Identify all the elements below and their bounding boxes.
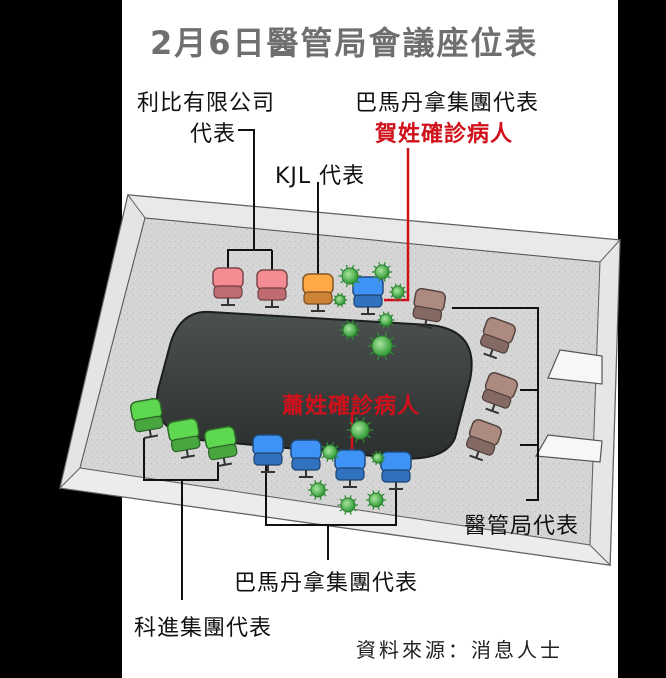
chair-ha-2 bbox=[479, 317, 516, 360]
virus-icon bbox=[365, 490, 387, 510]
chairs bbox=[129, 267, 518, 490]
virus-icon bbox=[307, 480, 329, 500]
door-frame-upper bbox=[547, 349, 603, 385]
virus-icon bbox=[371, 262, 393, 282]
virus-icon bbox=[332, 292, 348, 308]
label-ho-case: 賀姓確診病人 bbox=[375, 122, 514, 147]
chair-chevalier-1 bbox=[129, 397, 164, 439]
ha-connector-main bbox=[520, 444, 539, 501]
label-kjl: KJL 代表 bbox=[275, 164, 366, 189]
connector-lines bbox=[143, 129, 539, 600]
door-frame-lower bbox=[535, 434, 603, 463]
chair-ho-case bbox=[352, 276, 384, 315]
label-pmm-top: 巴馬丹拿集團代表 bbox=[355, 91, 540, 116]
label-lippo: 利比有限公司 bbox=[137, 91, 276, 116]
virus-icon bbox=[346, 417, 374, 443]
virus-icon bbox=[389, 283, 407, 301]
ho-case-connector bbox=[384, 148, 410, 302]
label-pmm-bottom: 巴馬丹拿集團代表 bbox=[234, 571, 419, 596]
virus-markers bbox=[307, 262, 407, 515]
chair-pmm-1 bbox=[252, 434, 284, 473]
virus-icon bbox=[367, 332, 397, 360]
chair-pmm-2 bbox=[290, 439, 322, 478]
chair-ha-1 bbox=[412, 287, 447, 329]
virus-icon bbox=[338, 264, 362, 288]
virus-icon bbox=[370, 450, 386, 466]
virus-icon bbox=[377, 311, 395, 329]
chair-ha-3 bbox=[481, 372, 518, 415]
chair-ha-4 bbox=[465, 419, 502, 462]
chair-siu-case bbox=[334, 449, 366, 488]
source-credit: 資料來源：消息人士 bbox=[356, 638, 563, 662]
label-chevalier: 科進集團代表 bbox=[134, 616, 273, 641]
chair-pmm-3 bbox=[380, 451, 412, 490]
label-siu-case: 蕭姓確診病人 bbox=[282, 394, 421, 419]
virus-icon bbox=[339, 320, 361, 340]
virus-icon bbox=[319, 442, 341, 462]
label-lippo-rep: 代表 bbox=[190, 122, 237, 147]
virus-icon bbox=[337, 495, 359, 515]
chair-kjl bbox=[302, 273, 334, 312]
diagram-title: 2月6日醫管局會議座位表 bbox=[150, 24, 539, 62]
chair-lippo-1 bbox=[212, 267, 244, 306]
chair-chevalier-3 bbox=[203, 425, 238, 467]
label-ha: 醫管局代表 bbox=[464, 514, 580, 539]
pmm-bottom-connector bbox=[265, 465, 397, 526]
chair-chevalier-2 bbox=[166, 417, 201, 459]
chair-lippo-2 bbox=[256, 269, 288, 308]
